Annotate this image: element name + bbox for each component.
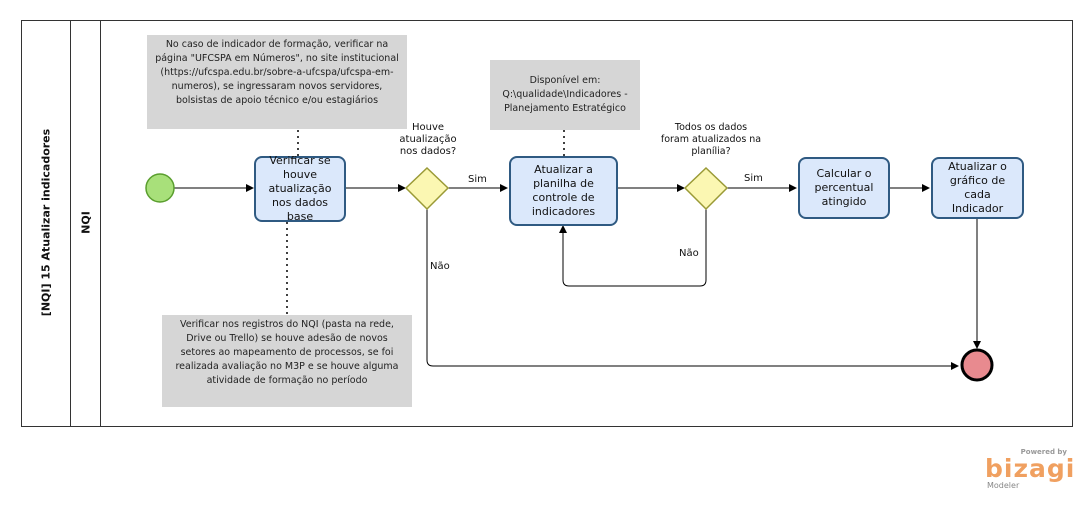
task-calcular-percentual[interactable]: Calcular o percentual atingido <box>798 157 890 219</box>
flow-gw1-nao <box>426 209 959 370</box>
gateway-1 <box>404 166 450 211</box>
annotation-bottom: Verificar nos registros do NQI (pasta na… <box>162 315 412 407</box>
annotation-top-mid: Disponível em: Q:\qualidade\Indicadores … <box>490 60 640 130</box>
task-atualizar-planilha[interactable]: Atualizar a planilha de controle de indi… <box>509 156 618 226</box>
flow-label-sim-2: Sim <box>744 173 763 184</box>
flow-label-nao-2: Não <box>679 248 699 259</box>
task-atualizar-grafico[interactable]: Atualizar o gráfico de cada Indicador <box>931 157 1024 219</box>
gateway-2 <box>683 166 729 211</box>
logo-powered-text: Powered by <box>1020 448 1067 456</box>
flow-gw2-nao <box>559 209 707 287</box>
pool <box>21 20 1073 427</box>
gateway-2-label: Todos os dados foram atualizados na plan… <box>660 122 762 157</box>
gateway-1-label: Houve atualização nos dados? <box>399 122 457 157</box>
bizagi-logo: Powered by bizagi Modeler <box>985 448 1075 493</box>
logo-name: bizagi <box>985 454 1076 483</box>
pool-header: [NQI] 15 Atualizar indicadores <box>21 20 71 427</box>
flow-label-nao-1: Não <box>430 261 450 272</box>
annotation-top-left: No caso de indicador de formação, verifi… <box>147 35 407 129</box>
start-event <box>145 173 175 203</box>
lane-header: NQI <box>71 20 101 427</box>
task-verificar-atualizacao[interactable]: Verificar se houve atualização nos dados… <box>254 154 346 223</box>
logo-sub: Modeler <box>987 481 1020 490</box>
flow-label-sim-1: Sim <box>468 174 487 185</box>
end-event <box>960 348 994 382</box>
